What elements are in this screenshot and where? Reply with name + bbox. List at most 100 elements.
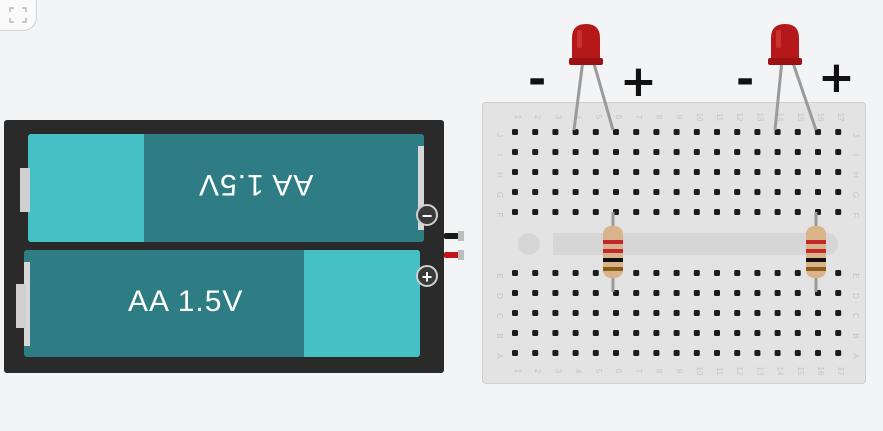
breadboard-hole[interactable] (754, 270, 761, 276)
breadboard-hole[interactable] (572, 189, 579, 195)
breadboard-hole[interactable] (815, 149, 821, 155)
breadboard-hole[interactable] (734, 330, 741, 336)
breadboard-hole[interactable] (512, 169, 518, 175)
breadboard-hole[interactable] (653, 350, 660, 356)
breadboard-hole[interactable] (774, 149, 781, 155)
breadboard-hole[interactable] (774, 290, 781, 296)
breadboard-hole[interactable] (794, 330, 801, 336)
breadboard-hole[interactable] (572, 330, 579, 336)
breadboard-hole[interactable] (512, 290, 518, 296)
breadboard-hole[interactable] (633, 169, 640, 175)
breadboard-hole[interactable] (512, 189, 518, 195)
breadboard-hole[interactable] (774, 270, 781, 276)
breadboard-hole[interactable] (835, 189, 842, 195)
breadboard-hole[interactable] (532, 310, 539, 316)
breadboard-hole[interactable] (653, 149, 660, 155)
breadboard-hole[interactable] (714, 350, 720, 356)
breadboard-hole[interactable] (633, 330, 640, 336)
breadboard-hole[interactable] (673, 129, 680, 135)
breadboard-hole[interactable] (835, 129, 842, 135)
breadboard-hole[interactable] (552, 149, 559, 155)
breadboard-hole[interactable] (714, 310, 720, 316)
breadboard-hole[interactable] (693, 169, 700, 175)
breadboard-hole[interactable] (592, 330, 599, 336)
breadboard-hole[interactable] (734, 149, 741, 155)
breadboard-hole[interactable] (835, 330, 842, 336)
breadboard-hole[interactable] (714, 270, 720, 276)
breadboard-hole[interactable] (633, 310, 640, 316)
breadboard-hole[interactable] (693, 189, 700, 195)
breadboard-hole[interactable] (512, 350, 518, 356)
breadboard-hole[interactable] (673, 149, 680, 155)
breadboard-hole[interactable] (613, 350, 619, 356)
breadboard-hole[interactable] (754, 350, 761, 356)
breadboard-hole[interactable] (633, 149, 640, 155)
breadboard-hole[interactable] (592, 169, 599, 175)
breadboard-hole[interactable] (532, 189, 539, 195)
breadboard-hole[interactable] (774, 129, 781, 135)
led-2[interactable] (768, 24, 818, 131)
led-1[interactable] (569, 24, 615, 131)
breadboard-hole[interactable] (512, 209, 518, 215)
breadboard-hole[interactable] (592, 149, 599, 155)
breadboard-hole[interactable] (592, 189, 599, 195)
breadboard-hole[interactable] (754, 209, 761, 215)
breadboard-hole[interactable] (532, 330, 539, 336)
breadboard-hole[interactable] (794, 129, 801, 135)
breadboard-hole[interactable] (613, 330, 619, 336)
breadboard-hole[interactable] (693, 310, 700, 316)
breadboard-hole[interactable] (673, 169, 680, 175)
breadboard-hole[interactable] (633, 270, 640, 276)
breadboard-hole[interactable] (592, 129, 599, 135)
breadboard-hole[interactable] (754, 149, 761, 155)
breadboard-hole[interactable] (714, 330, 720, 336)
breadboard-hole[interactable] (633, 129, 640, 135)
breadboard-hole[interactable] (512, 330, 518, 336)
breadboard-hole[interactable] (572, 209, 579, 215)
breadboard-hole[interactable] (592, 209, 599, 215)
breadboard-hole[interactable] (512, 129, 518, 135)
breadboard-hole[interactable] (592, 290, 599, 296)
breadboard-hole[interactable] (572, 270, 579, 276)
breadboard-hole[interactable] (653, 270, 660, 276)
breadboard-hole[interactable] (714, 189, 720, 195)
breadboard-hole[interactable] (734, 209, 741, 215)
breadboard-hole[interactable] (673, 350, 680, 356)
breadboard-hole[interactable] (794, 290, 801, 296)
breadboard-hole[interactable] (653, 310, 660, 316)
breadboard-hole[interactable] (774, 310, 781, 316)
battery-positive-terminal[interactable]: + (416, 265, 438, 287)
breadboard-hole[interactable] (653, 189, 660, 195)
breadboard-hole[interactable] (572, 129, 579, 135)
breadboard-hole[interactable] (714, 129, 720, 135)
breadboard-hole[interactable] (794, 209, 801, 215)
breadboard-hole[interactable] (673, 270, 680, 276)
breadboard-hole[interactable] (835, 169, 842, 175)
breadboard-hole[interactable] (734, 350, 741, 356)
breadboard-hole[interactable] (552, 169, 559, 175)
breadboard-hole[interactable] (572, 290, 579, 296)
breadboard-hole[interactable] (592, 350, 599, 356)
breadboard-hole[interactable] (835, 209, 842, 215)
breadboard-hole[interactable] (633, 209, 640, 215)
breadboard-hole[interactable] (774, 209, 781, 215)
breadboard-hole[interactable] (633, 290, 640, 296)
breadboard-hole[interactable] (552, 310, 559, 316)
breadboard-hole[interactable] (815, 169, 821, 175)
resistor-1[interactable] (603, 212, 623, 292)
breadboard-hole[interactable] (532, 149, 539, 155)
breadboard-hole[interactable] (815, 189, 821, 195)
breadboard-hole[interactable] (754, 189, 761, 195)
breadboard-hole[interactable] (754, 290, 761, 296)
battery-positive-lead[interactable] (444, 252, 464, 258)
breadboard-hole[interactable] (673, 189, 680, 195)
battery-pack[interactable]: AA 1.5V AA 1.5V − + (4, 120, 444, 373)
breadboard-hole[interactable] (572, 350, 579, 356)
breadboard-hole[interactable] (815, 310, 821, 316)
breadboard-hole[interactable] (835, 149, 842, 155)
breadboard-hole[interactable] (512, 149, 518, 155)
breadboard-hole[interactable] (673, 290, 680, 296)
breadboard-hole[interactable] (714, 290, 720, 296)
battery-negative-terminal[interactable]: − (416, 204, 438, 226)
breadboard-hole[interactable] (613, 149, 619, 155)
